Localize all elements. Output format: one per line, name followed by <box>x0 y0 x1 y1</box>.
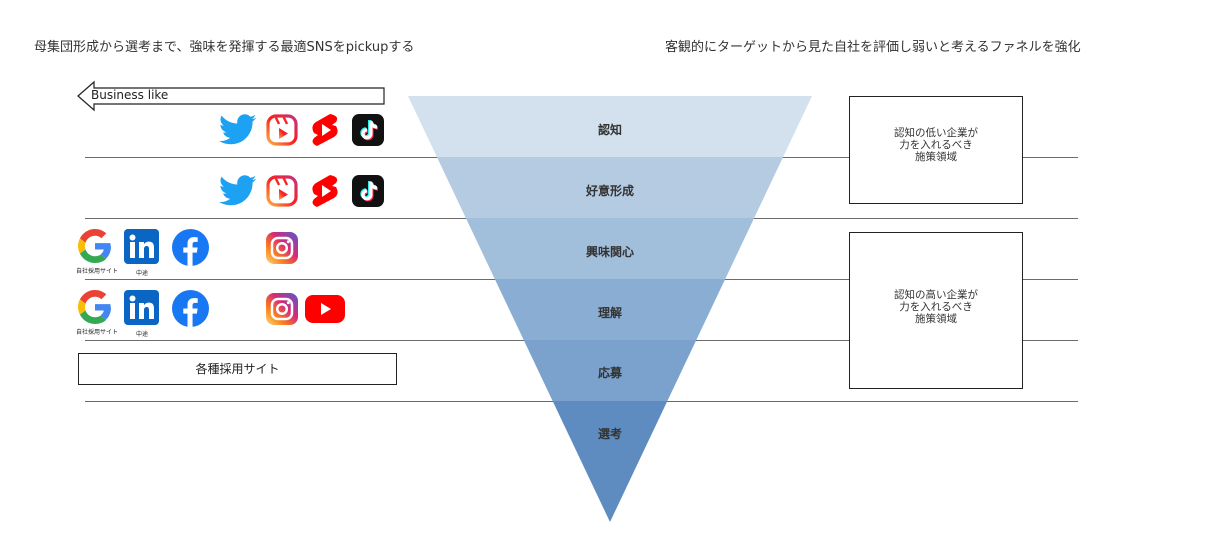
box-line: 力を入れるべき <box>899 301 973 313</box>
box-line: 認知の低い企業が <box>894 127 978 139</box>
arrow-label: Business like <box>91 88 169 102</box>
google-icon <box>78 229 112 263</box>
stage-label-interest: 興味関心 <box>585 245 634 259</box>
box-line: 認知の高い企業が <box>894 289 978 301</box>
tiktok-icon <box>352 114 384 146</box>
linkedin-sublabel: 中途 <box>136 331 149 338</box>
youtube-icon <box>305 295 345 323</box>
funnel-band-favorability <box>408 157 812 218</box>
left-heading: 母集団形成から選考まで、強味を発揮する最適SNSをpickupする <box>34 40 415 55</box>
instagram-icon <box>266 232 298 264</box>
stage-label-application: 応募 <box>597 366 622 380</box>
stage-label-awareness: 認知 <box>597 123 622 137</box>
recruiting-sites-label: 各種採用サイト <box>195 362 280 376</box>
box-line: 施策領域 <box>915 151 957 163</box>
business-like-arrow <box>77 80 385 112</box>
right-heading: 客観的にターゲットから見た自社を評価し弱いと考えるファネルを強化 <box>665 40 1081 55</box>
funnel-band-awareness <box>408 96 812 157</box>
stage-label-selection: 選考 <box>597 427 622 441</box>
funnel-band-selection <box>408 401 812 522</box>
instagram-reels-icon <box>266 175 298 207</box>
youtube-shorts-icon <box>312 175 338 207</box>
box-line: 力を入れるべき <box>899 139 973 151</box>
low-awareness-box: 認知の低い企業が 力を入れるべき 施策領域 <box>849 96 1023 204</box>
facebook-icon <box>172 229 209 266</box>
facebook-icon <box>172 290 209 327</box>
stage-label-favorability: 好意形成 <box>585 184 634 198</box>
linkedin-sublabel: 中途 <box>136 270 149 277</box>
instagram-icon <box>266 293 298 325</box>
recruiting-sites-box: 各種採用サイト <box>78 353 397 385</box>
tiktok-icon <box>352 175 384 207</box>
twitter-icon <box>219 175 257 206</box>
linkedin-icon <box>124 290 159 325</box>
instagram-reels-icon <box>266 114 298 146</box>
youtube-shorts-icon <box>312 114 338 146</box>
google-icon <box>78 290 112 324</box>
twitter-icon <box>219 114 257 145</box>
linkedin-icon <box>124 229 159 264</box>
high-awareness-box: 認知の高い企業が 力を入れるべき 施策領域 <box>849 232 1023 389</box>
google-sublabel: 自社採用サイト <box>76 268 119 275</box>
stage-label-understanding: 理解 <box>597 306 622 320</box>
box-line: 施策領域 <box>915 313 957 325</box>
google-sublabel: 自社採用サイト <box>76 329 119 336</box>
